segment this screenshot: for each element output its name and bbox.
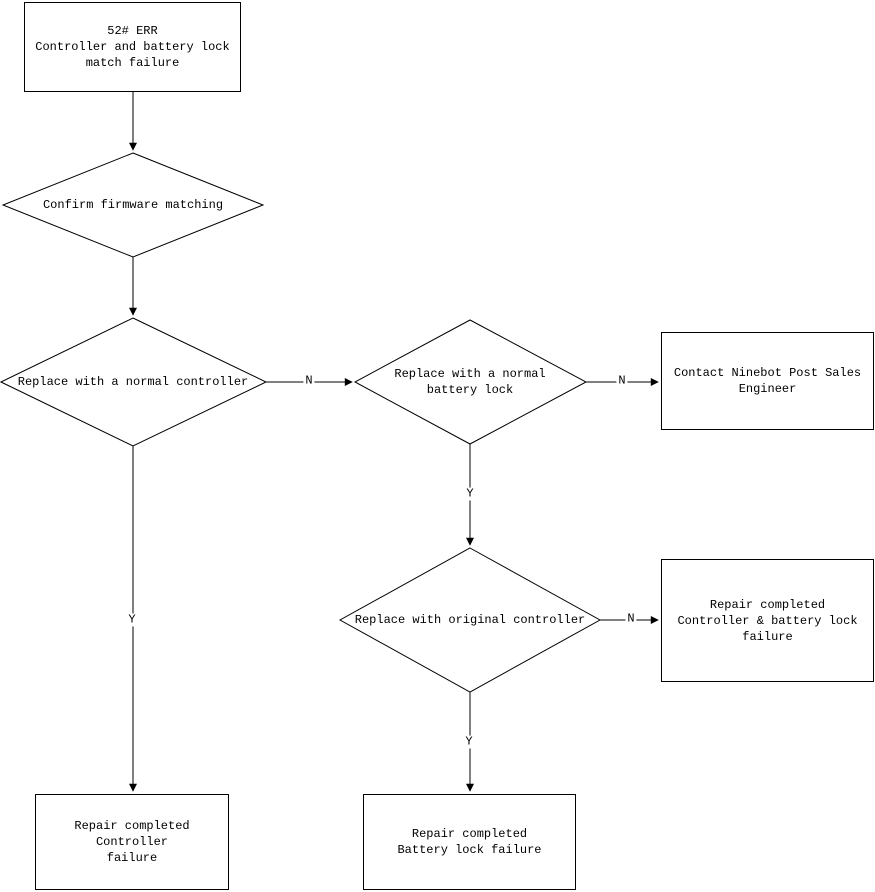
- edge-label-original-controller-no: N: [625, 611, 637, 626]
- edge-label-battery-lock-no: N: [616, 373, 628, 388]
- diamond-replace-normal-battery-lock: [353, 319, 588, 445]
- edge-label-original-controller-yes: Y: [463, 734, 475, 749]
- node-repair-controller-failure: Repair completed Controller failure: [35, 794, 229, 890]
- node-start: 52# ERR Controller and battery lock matc…: [24, 2, 241, 92]
- node-contact-engineer: Contact Ninebot Post Sales Engineer: [661, 332, 874, 430]
- diamond-replace-normal-controller: [0, 317, 268, 447]
- diamond-replace-original-controller: [338, 547, 602, 693]
- edge-label-controller-yes: Y: [126, 612, 138, 627]
- decision-diamonds: [0, 152, 602, 693]
- node-repair-battery-lock-failure: Repair completed Battery lock failure: [363, 794, 576, 890]
- node-repair-both-failure: Repair completed Controller & battery lo…: [661, 559, 874, 682]
- edge-label-battery-lock-yes: Y: [464, 486, 476, 501]
- edge-label-controller-no: N: [303, 373, 315, 388]
- diamond-confirm-firmware: [1, 152, 265, 258]
